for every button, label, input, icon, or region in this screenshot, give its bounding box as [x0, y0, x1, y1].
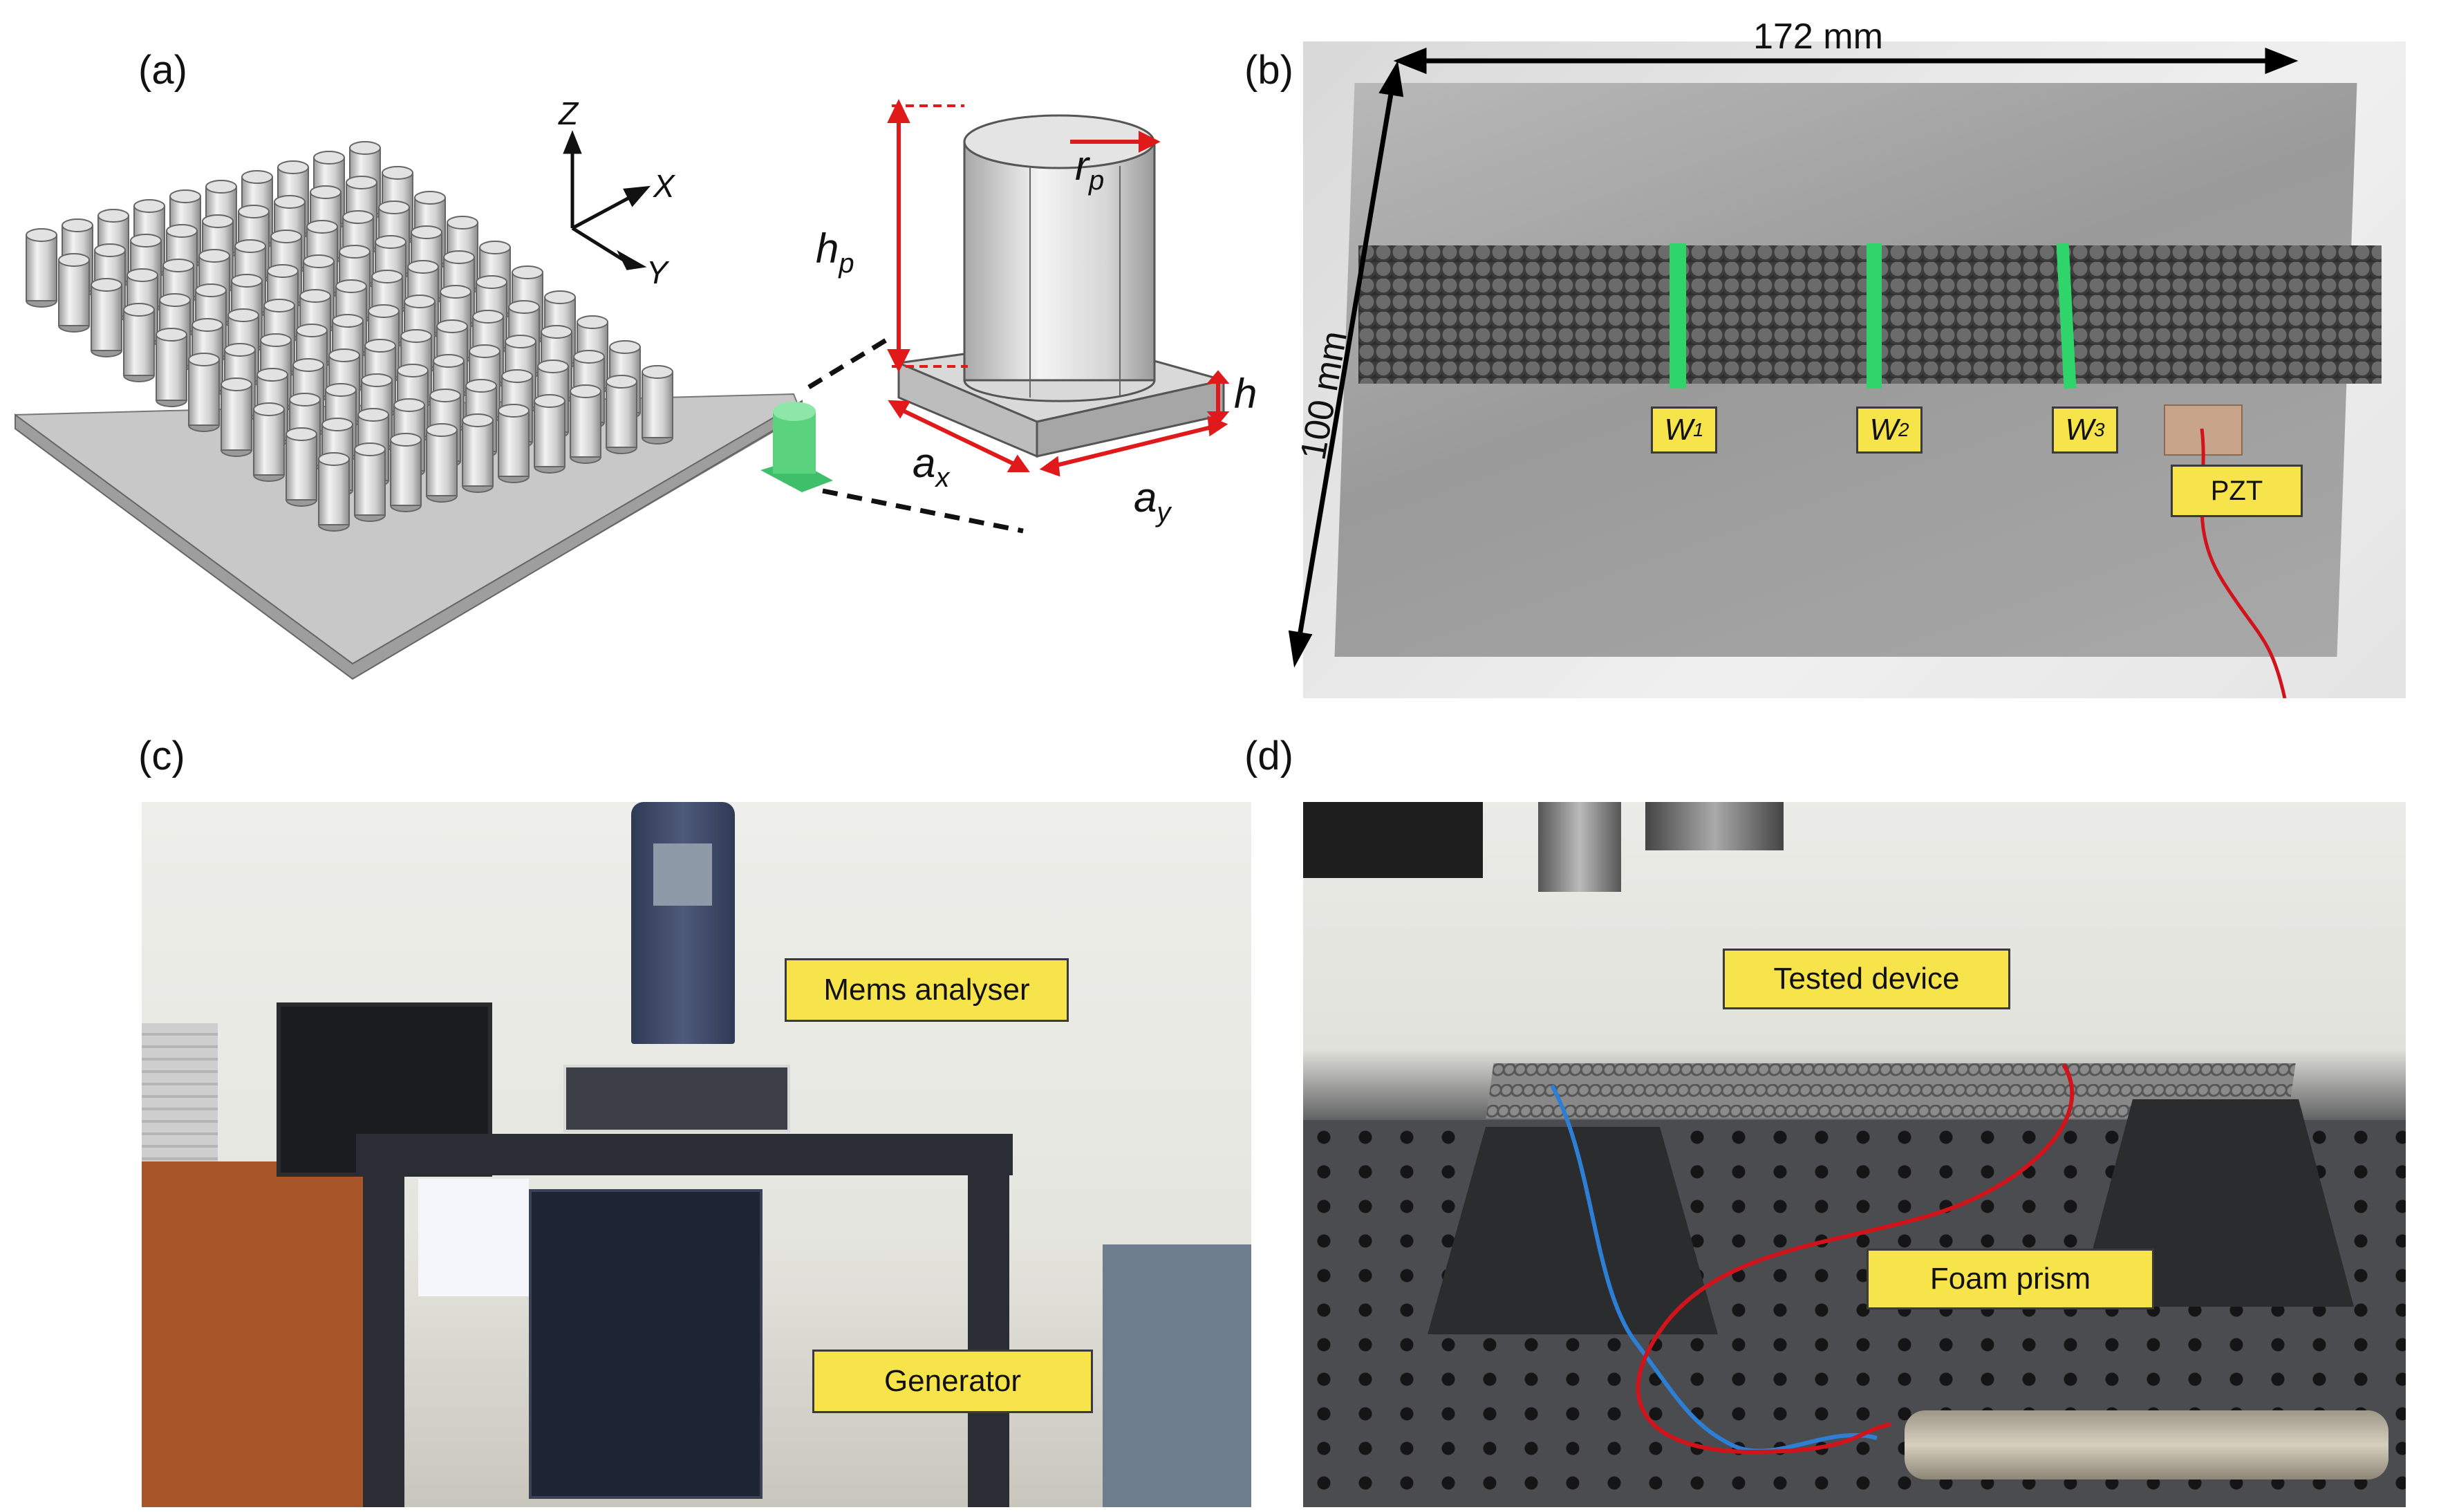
mems-analyser-tag: Mems analyser	[785, 958, 1069, 1022]
pillar	[123, 303, 155, 382]
w2-strip	[1867, 243, 1882, 389]
table-leg-right	[968, 1175, 1009, 1507]
pillar	[221, 377, 252, 457]
pillar	[498, 404, 530, 483]
panel-a-schematic: Z X Y hp rp h ax ay	[15, 95, 1257, 680]
highlighted-unit-cell	[760, 402, 833, 492]
pillar-array	[26, 141, 673, 532]
eu-poster	[418, 1179, 529, 1296]
foam-prism-left	[1428, 1127, 1718, 1334]
panel-b-dimensions: 172 mm 100 mm	[1288, 17, 2299, 668]
h-label: h	[1234, 371, 1257, 417]
width-label: 172 mm	[1753, 17, 1883, 57]
panel-b-label: (b)	[1244, 48, 1293, 93]
axis-z-label: Z	[558, 95, 579, 131]
hp-label: hp	[816, 225, 854, 279]
axis-y-label: Y	[646, 254, 670, 290]
panel-d-label: (d)	[1244, 734, 1293, 778]
panel-b-photo	[1303, 41, 2406, 698]
coordinate-axes	[563, 130, 651, 270]
pillar	[318, 452, 350, 532]
dimension-labels: hp rp h ax ay	[816, 142, 1257, 528]
generator-tag: Generator	[812, 1350, 1093, 1413]
height-label: 100 mm	[1293, 328, 1355, 463]
objective-lens-2	[1645, 802, 1784, 850]
pillar	[462, 413, 494, 493]
pillar	[253, 402, 285, 482]
w1-strip	[1670, 243, 1686, 389]
pillar	[26, 228, 57, 308]
unit-cell-enlarged	[895, 114, 1225, 458]
pzt-tag: PZT	[2171, 465, 2303, 517]
panel-d-photo	[1303, 802, 2406, 1507]
ay-label: ay	[1134, 474, 1172, 528]
panel-c-label: (c)	[138, 734, 185, 778]
bnc-connector	[1905, 1410, 2388, 1480]
pillar	[354, 442, 386, 522]
cables	[1550, 1063, 2075, 1455]
tested-device-tag: Tested device	[1723, 949, 2010, 1009]
pillar	[606, 375, 637, 454]
table	[356, 1134, 1013, 1175]
desk	[142, 1161, 370, 1507]
dimension-lines	[887, 99, 1230, 477]
pillar	[91, 278, 122, 357]
microscope-stage	[563, 1065, 790, 1132]
pillar	[534, 394, 565, 474]
pillar	[426, 423, 458, 503]
equipment-rack	[529, 1189, 763, 1499]
table-leg-left	[363, 1175, 404, 1507]
pillar	[286, 427, 317, 507]
ax-label: ax	[913, 440, 951, 493]
pillar	[58, 253, 90, 333]
panel-a-label: (a)	[138, 48, 187, 93]
pillar	[156, 328, 187, 407]
mems-analyser-head	[631, 802, 735, 1044]
axis-x-label: X	[653, 168, 676, 204]
pillar	[188, 353, 220, 432]
rp-label: rp	[1075, 142, 1104, 196]
pillar	[642, 365, 673, 445]
objective-lens	[1538, 802, 1621, 892]
pillar	[570, 384, 601, 464]
pillar	[390, 433, 422, 512]
foam-prism-tag: Foam prism	[1867, 1249, 2154, 1309]
drawer-cabinet	[1103, 1244, 1251, 1507]
mems-screen	[653, 843, 712, 906]
lamp-head	[1303, 802, 1483, 878]
